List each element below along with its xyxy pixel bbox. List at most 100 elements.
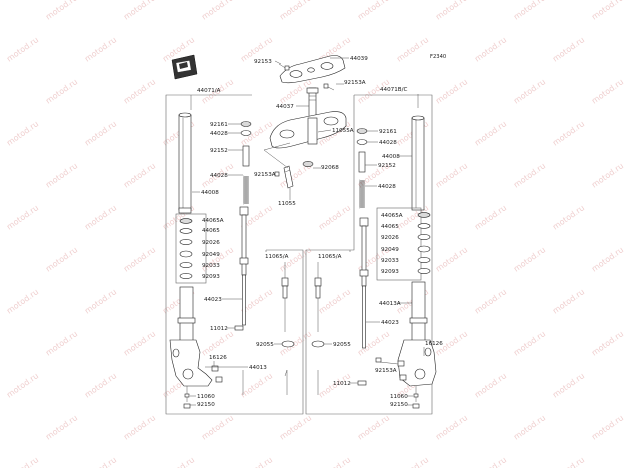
watermark-text: motod.ru (512, 413, 547, 441)
lower-bracket (269, 111, 347, 149)
label-92153A-top: 92153A (344, 80, 366, 86)
label-L-92150: 92150 (197, 402, 215, 408)
right-piece-11012 (357, 380, 367, 386)
cartridge-left-11065A (281, 262, 289, 332)
label-L-92093: 92093 (202, 274, 220, 280)
label-L-92161: 92161 (210, 122, 228, 128)
label-L-92152: 92152 (210, 148, 228, 154)
label-44039: 44039 (350, 56, 368, 62)
watermark-text: motod.ru (5, 371, 40, 399)
watermark-text: motod.ru (200, 0, 235, 22)
label-44071A: 44071/A (197, 88, 221, 94)
watermark-text: motod.ru (317, 203, 352, 231)
watermark-text: motod.ru (83, 119, 118, 147)
right-drain-bolt (412, 386, 420, 409)
left-lower-leg (169, 286, 213, 387)
watermark-text: motod.ru (395, 35, 430, 63)
watermark-text: motod.ru (590, 0, 625, 22)
watermark-text: motod.ru (200, 329, 235, 357)
watermark-text: motod.ru (5, 455, 40, 468)
label-L-44023: 44023 (204, 297, 222, 303)
bolt-92153-top (278, 63, 290, 71)
label-R-44028a: 44028 (379, 140, 397, 146)
watermark-text: motod.ru (356, 413, 391, 441)
label-R-16126: 16126 (425, 341, 443, 347)
watermark-text: motod.ru (278, 0, 313, 22)
watermark-text: motod.ru (512, 0, 547, 22)
watermark-text: motod.ru (5, 287, 40, 315)
watermark-text: motod.ru (44, 245, 79, 273)
right-small-bolt (375, 357, 382, 363)
washer-92068 (302, 161, 314, 167)
watermark-text: motod.ru (0, 0, 1, 22)
oring-92055-left (281, 340, 295, 348)
right-bolt-16126 (397, 360, 407, 381)
watermark-text: motod.ru (83, 203, 118, 231)
label-11055: 11055 (278, 201, 296, 207)
label-R-92033: 92033 (381, 258, 399, 264)
watermark-text: motod.ru (473, 371, 508, 399)
watermark-text: motod.ru (590, 161, 625, 189)
watermark-text: motod.ru (5, 35, 40, 63)
bolt-92153A-top (323, 83, 335, 91)
left-outer-tube (178, 112, 192, 214)
watermark-text: motod.ru (395, 455, 430, 468)
watermark-text: motod.ru (122, 161, 157, 189)
left-seal-box (175, 213, 207, 284)
cartridge-right-11065A (314, 262, 322, 332)
label-92068: 92068 (321, 165, 339, 171)
label-R-92093: 92093 (381, 269, 399, 275)
watermark-text: motod.ru (512, 77, 547, 105)
watermark-text: motod.ru (317, 455, 352, 468)
watermark-text: motod.ru (44, 161, 79, 189)
label-L-44008: 44008 (201, 190, 219, 196)
label-R-92152: 92152 (378, 163, 396, 169)
watermark-text: motod.ru (122, 413, 157, 441)
watermark-text: motod.ru (44, 77, 79, 105)
watermark-text: motod.ru (473, 455, 508, 468)
label-L-44028a: 44028 (210, 131, 228, 137)
oring-92055-right (311, 340, 325, 348)
right-lower-leg (397, 281, 437, 387)
label-L-44028b: 44028 (210, 173, 228, 179)
label-L-11060: 11060 (197, 394, 215, 400)
label-11055A: 11055A (332, 128, 354, 134)
watermark-text: motod.ru (0, 245, 1, 273)
left-damper-rod-44023 (239, 206, 249, 326)
label-L-16126: 16126 (209, 355, 227, 361)
watermark-text: motod.ru (0, 413, 1, 441)
watermark-text: motod.ru (473, 203, 508, 231)
watermark-text: motod.ru (5, 203, 40, 231)
label-R-92026: 92026 (381, 235, 399, 241)
watermark-text: motod.ru (512, 329, 547, 357)
label-R-11012: 11012 (333, 381, 351, 387)
watermark-text: motod.ru (83, 287, 118, 315)
watermark-text: motod.ru (473, 35, 508, 63)
watermark-text: motod.ru (551, 203, 586, 231)
label-R-44008: 44008 (382, 154, 400, 160)
hose-bracket-11055 (283, 165, 294, 189)
watermark-text: motod.ru (200, 245, 235, 273)
watermark-text: motod.ru (44, 0, 79, 22)
front-direction-icon (171, 54, 198, 80)
label-L-92049: 92049 (202, 252, 220, 258)
watermark-text: motod.ru (122, 0, 157, 22)
watermark-text: motod.ru (473, 119, 508, 147)
watermark-text: motod.ru (122, 329, 157, 357)
label-R-44065: 44065 (381, 224, 399, 230)
watermark-text: motod.ru (83, 371, 118, 399)
watermark-text: motod.ru (0, 77, 1, 105)
right-fork-box (305, 94, 433, 415)
right-outer-tube (411, 115, 425, 211)
label-L-44013: 44013 (249, 365, 267, 371)
watermark-text: motod.ru (512, 161, 547, 189)
watermark-text: motod.ru (356, 329, 391, 357)
label-R-44028b: 44028 (378, 184, 396, 190)
watermark-text: motod.ru (434, 0, 469, 22)
watermark-text: motod.ru (590, 413, 625, 441)
watermark-text: motod.ru (0, 329, 1, 357)
watermark-text: motod.ru (44, 329, 79, 357)
right-seal-box (376, 207, 431, 281)
watermark-text: motod.ru (0, 161, 1, 189)
right-damper-rod-44023 (359, 217, 369, 349)
